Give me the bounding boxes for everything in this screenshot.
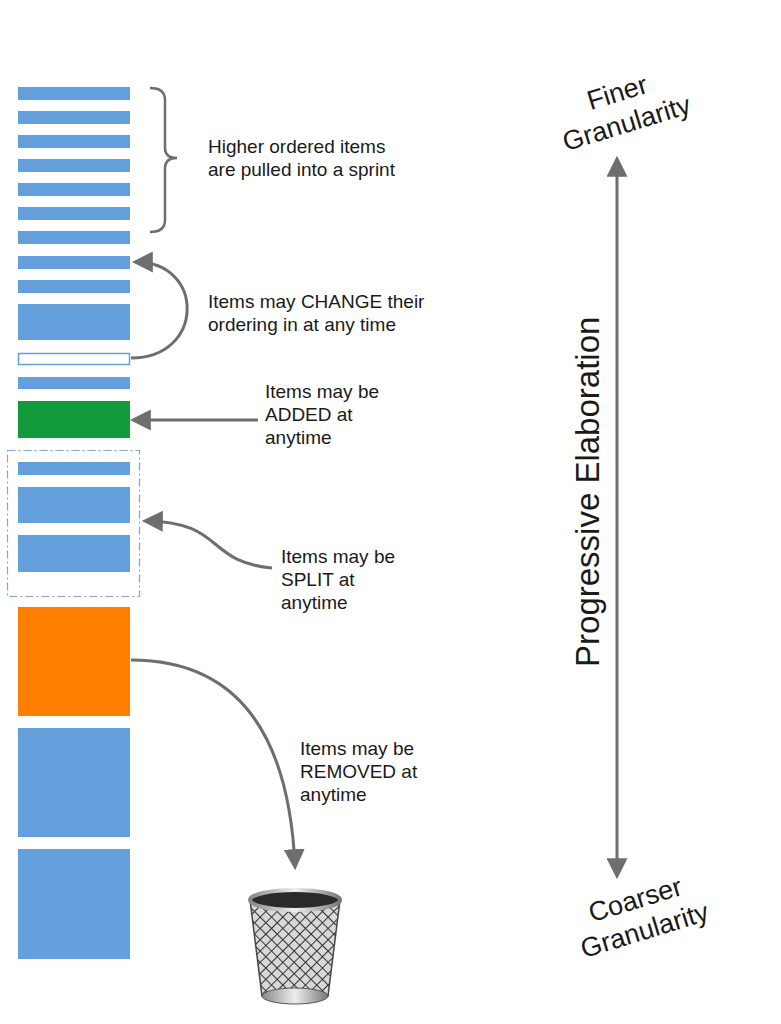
granularity-axis — [616, 160, 619, 875]
backlog-item — [18, 462, 130, 475]
add-arrow — [134, 419, 258, 422]
axis-end-label: Coarser Granularity — [549, 859, 731, 971]
split-group-outline — [8, 451, 140, 597]
backlog-item — [18, 183, 130, 196]
reorder-arrow — [131, 262, 187, 358]
callout-text: Higher ordered items are pulled into a s… — [208, 136, 408, 182]
backlog-item — [18, 135, 130, 148]
backlog-item — [18, 849, 130, 959]
callout-text: Items may be REMOVED at anytime — [300, 738, 430, 806]
remove-arrow — [131, 660, 295, 866]
callout-text: Items may be ADDED at anytime — [265, 381, 395, 449]
axis-label: Progressive Elaboration — [568, 317, 608, 667]
split-arrow — [146, 521, 272, 568]
backlog-item — [18, 535, 130, 572]
trash-can — [250, 890, 340, 1004]
backlog-item — [18, 256, 130, 269]
backlog-item — [18, 207, 130, 220]
moved-item-slot — [19, 354, 130, 365]
backlog-item — [18, 111, 130, 124]
backlog-item — [18, 487, 130, 523]
added-item — [18, 401, 130, 438]
callout-text: Items may be SPLIT at anytime — [281, 546, 411, 614]
sprint-bracket — [150, 88, 177, 232]
trash-rim — [250, 890, 340, 910]
trash-base — [262, 988, 328, 1004]
removed-item — [18, 607, 130, 716]
trash-body — [250, 900, 340, 996]
backlog-item — [18, 304, 130, 340]
backlog-item — [18, 377, 130, 389]
backlog-item — [18, 87, 130, 100]
backlog-item — [18, 728, 130, 837]
backlog-item — [18, 280, 130, 293]
backlog-item — [18, 231, 130, 244]
backlog-items — [18, 87, 130, 959]
callout-text: Items may CHANGE their ordering in at an… — [208, 291, 448, 337]
backlog-item — [18, 159, 130, 172]
axis-end-label: Finer Granularity — [536, 54, 708, 163]
